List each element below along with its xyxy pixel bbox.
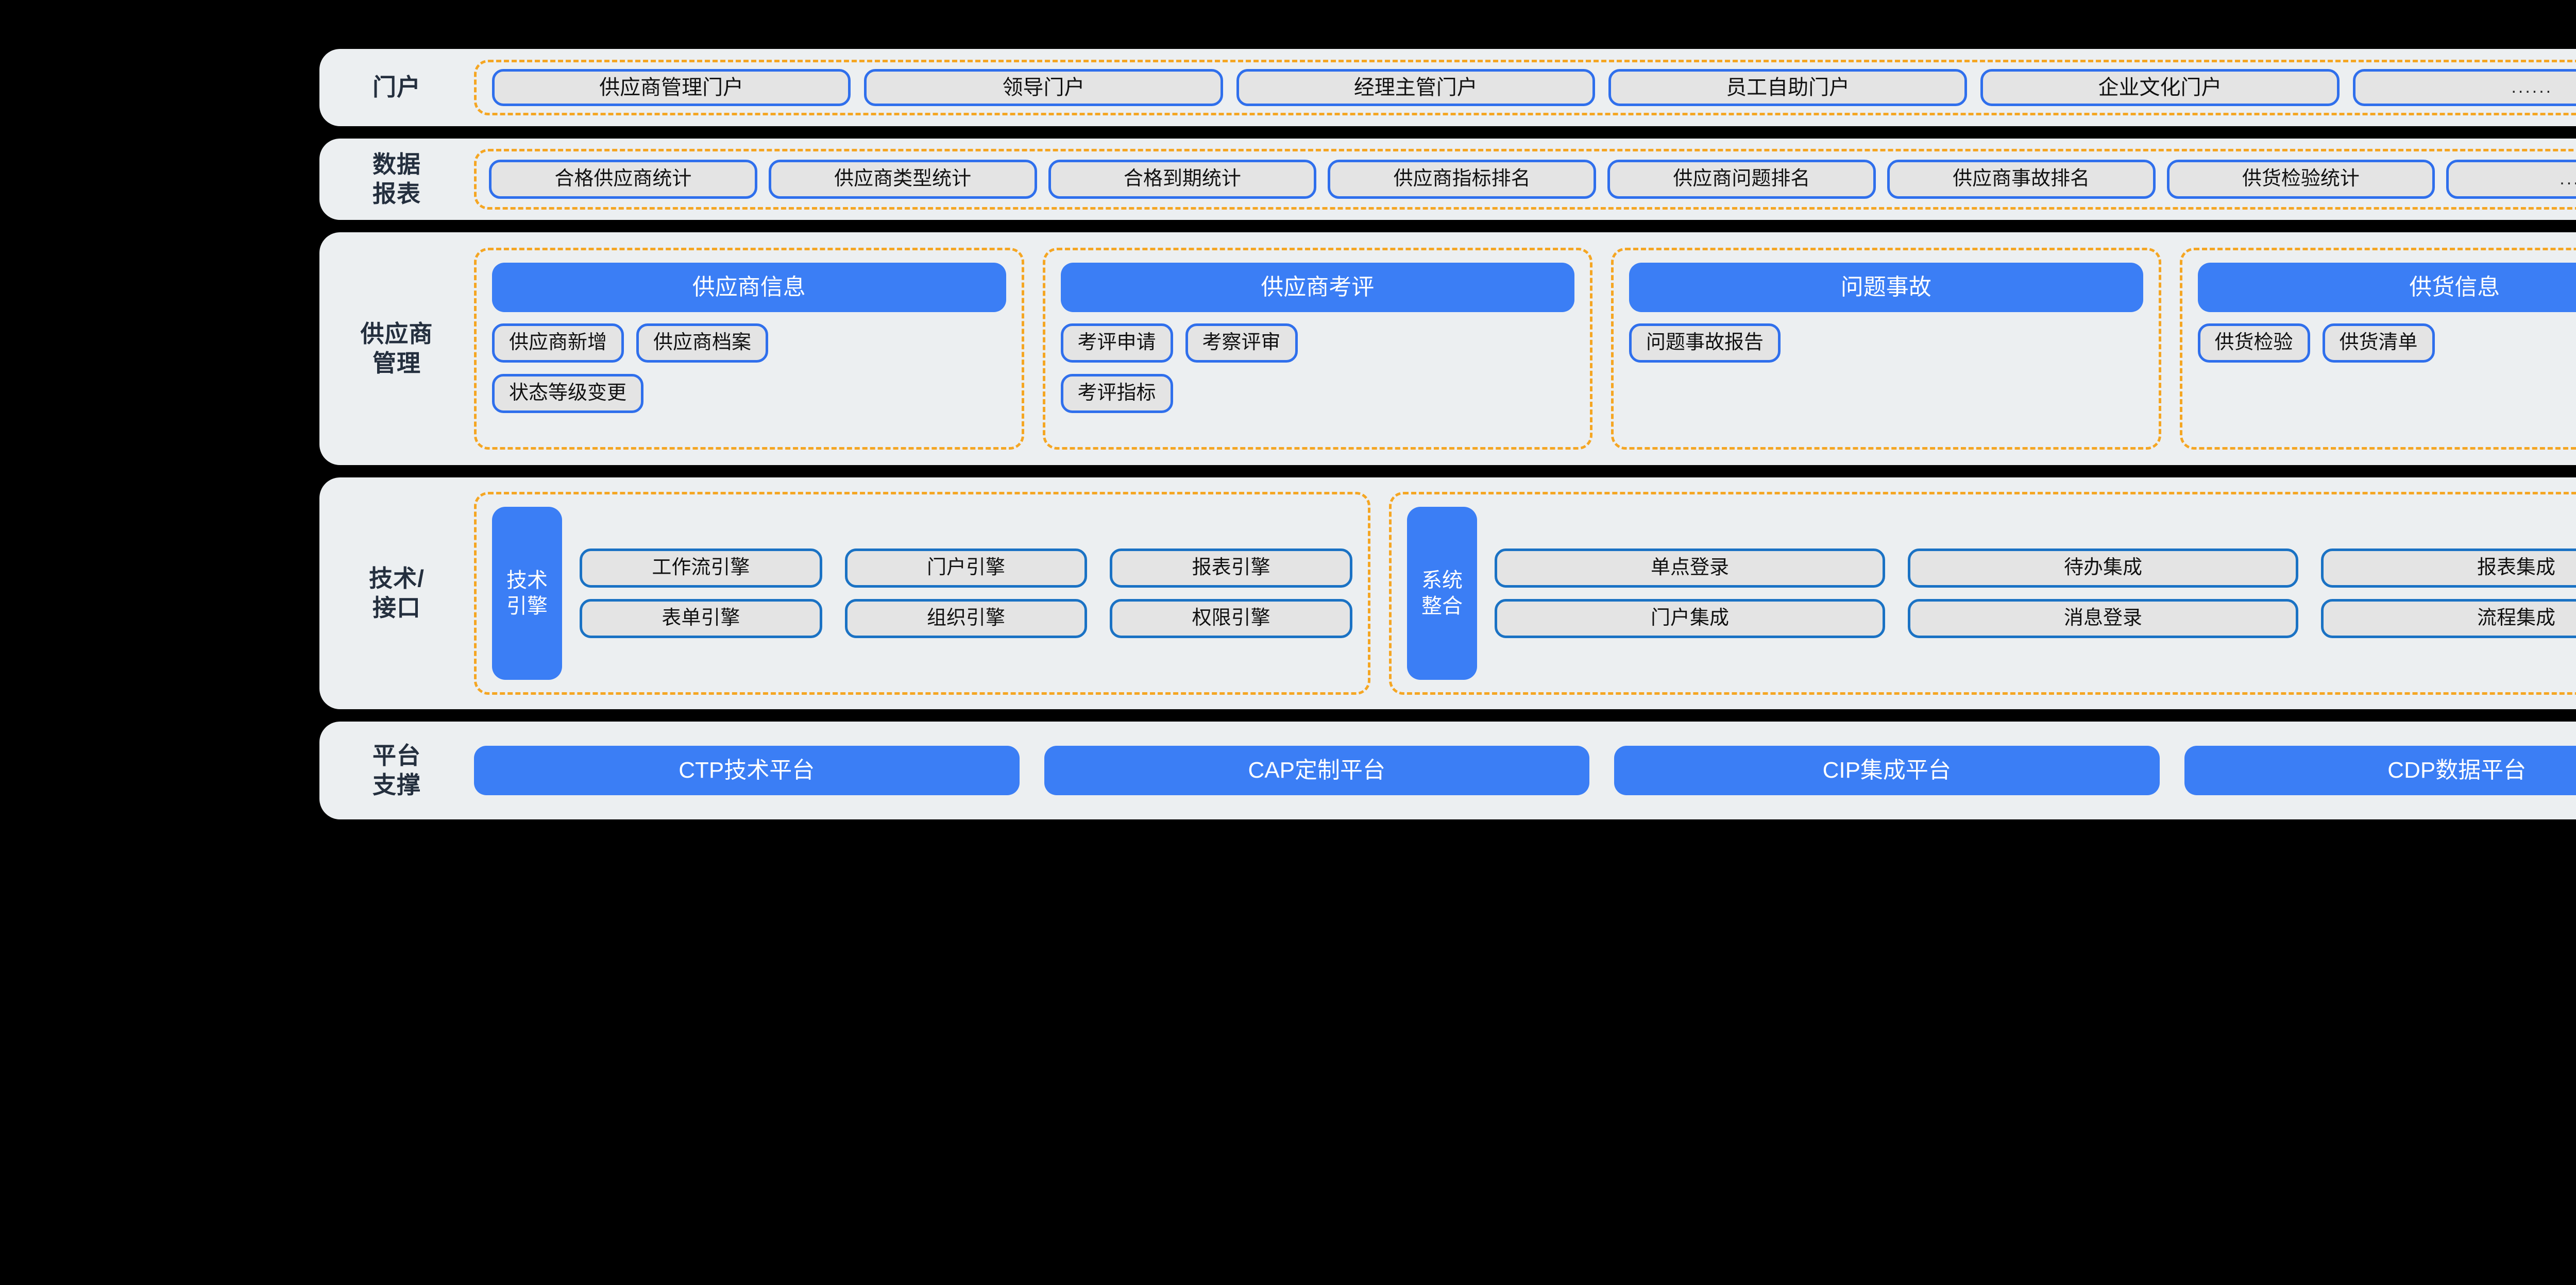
integration-item-5[interactable]: 流程集成 <box>2321 599 2576 638</box>
supplier-group-incident: 问题事故 问题事故报告 <box>1611 248 2161 450</box>
supplier-group-title-incident[interactable]: 问题事故 <box>1629 263 2143 312</box>
tech-group-title-engines[interactable]: 技术 引擎 <box>492 507 562 680</box>
integration-item-1[interactable]: 待办集成 <box>1908 549 2298 588</box>
platform-item-2[interactable]: CIP集成平台 <box>1614 746 2160 795</box>
engine-item-5[interactable]: 权限引擎 <box>1110 599 1352 638</box>
band-tech-interface: 技术/ 接口 技术 引擎 工作流引擎 门户引擎 报表引擎 表单引擎 组织引擎 权… <box>319 477 2576 709</box>
portal-item-2[interactable]: 经理主管门户 <box>1236 69 1595 106</box>
supplier-group-info: 供应商信息 供应商新增 供应商档案 状态等级变更 <box>474 248 1024 450</box>
portal-item-1[interactable]: 领导门户 <box>864 69 1223 106</box>
platform-item-0[interactable]: CTP技术平台 <box>474 746 1020 795</box>
tech-group-engines: 技术 引擎 工作流引擎 门户引擎 报表引擎 表单引擎 组织引擎 权限引擎 <box>474 492 1370 695</box>
supplier-groups: 供应商信息 供应商新增 供应商档案 状态等级变更 供应商考评 考评申请 考察评审 <box>474 248 2576 450</box>
supplier-group-supply: 供货信息 供货检验 供货清单 <box>2179 248 2576 450</box>
band-platform-support: 平台 支撑 CTP技术平台 CAP定制平台 CIP集成平台 CDP数据平台 <box>319 722 2576 819</box>
tech-group-integration: 系统 整合 单点登录 待办集成 报表集成 门户集成 消息登录 流程集成 <box>1389 492 2576 695</box>
platform-item-1[interactable]: CAP定制平台 <box>1044 746 1589 795</box>
platform-item-3[interactable]: CDP数据平台 <box>2184 746 2576 795</box>
report-item-3[interactable]: 供应商指标排名 <box>1328 160 1596 199</box>
assessment-item-1[interactable]: 考察评审 <box>1185 323 1298 363</box>
supplier-group-title-info[interactable]: 供应商信息 <box>492 263 1006 312</box>
engine-item-1[interactable]: 门户引擎 <box>844 549 1088 588</box>
engines-grid: 工作流引擎 门户引擎 报表引擎 表单引擎 组织引擎 权限引擎 <box>580 549 1352 638</box>
integration-item-0[interactable]: 单点登录 <box>1495 549 1885 588</box>
supplier-info-item-0[interactable]: 供应商新增 <box>492 323 624 363</box>
integration-item-3[interactable]: 门户集成 <box>1495 599 1885 638</box>
supplier-group-info-row1: 供应商新增 供应商档案 <box>492 323 1006 363</box>
engine-item-0[interactable]: 工作流引擎 <box>580 549 822 588</box>
report-item-more[interactable]: ...... <box>2446 160 2576 199</box>
portal-item-3[interactable]: 员工自助门户 <box>1608 69 1968 106</box>
engine-item-3[interactable]: 表单引擎 <box>580 599 822 638</box>
report-item-2[interactable]: 合格到期统计 <box>1048 160 1317 199</box>
main-column: 门户 供应商管理门户 领导门户 经理主管门户 员工自助门户 企业文化门户 ...… <box>319 49 2576 819</box>
engine-item-4[interactable]: 组织引擎 <box>844 599 1088 638</box>
platform-items: CTP技术平台 CAP定制平台 CIP集成平台 CDP数据平台 <box>474 746 2576 795</box>
supplier-group-incident-row1: 问题事故报告 <box>1629 323 2143 363</box>
supplier-group-assessment-row1: 考评申请 考察评审 <box>1060 323 1575 363</box>
band-label-tech-interface: 技术/ 接口 <box>369 564 425 622</box>
band-supplier-management: 供应商 管理 供应商信息 供应商新增 供应商档案 状态等级变更 供应商考评 考评… <box>319 232 2576 465</box>
band-label-platform-support: 平台 支撑 <box>372 742 421 799</box>
report-item-0[interactable]: 合格供应商统计 <box>489 160 757 199</box>
tech-groups: 技术 引擎 工作流引擎 门户引擎 报表引擎 表单引擎 组织引擎 权限引擎 系统 … <box>474 492 2576 695</box>
supplier-group-assessment: 供应商考评 考评申请 考察评审 考评指标 <box>1042 248 1592 450</box>
portal-item-4[interactable]: 企业文化门户 <box>1980 69 2340 106</box>
assessment-item-2[interactable]: 考评指标 <box>1060 374 1173 413</box>
engine-item-2[interactable]: 报表引擎 <box>1110 549 1352 588</box>
integration-item-2[interactable]: 报表集成 <box>2321 549 2576 588</box>
supplier-info-item-2[interactable]: 状态等级变更 <box>492 374 644 413</box>
band-label-supplier-management: 供应商 管理 <box>360 320 433 377</box>
supply-item-1[interactable]: 供货清单 <box>2322 323 2435 363</box>
ellipsis-icon: ...... <box>2560 169 2576 189</box>
assessment-item-0[interactable]: 考评申请 <box>1060 323 1173 363</box>
supplier-group-info-row2: 状态等级变更 <box>492 374 1006 413</box>
report-item-1[interactable]: 供应商类型统计 <box>768 160 1037 199</box>
report-item-5[interactable]: 供应商事故排名 <box>1887 160 2156 199</box>
portal-item-more[interactable]: ...... <box>2352 69 2576 106</box>
integration-item-4[interactable]: 消息登录 <box>1908 599 2298 638</box>
supplier-group-assessment-row2: 考评指标 <box>1060 374 1575 413</box>
ellipsis-icon: ...... <box>2511 77 2553 97</box>
portal-group: 供应商管理门户 领导门户 经理主管门户 员工自助门户 企业文化门户 ...... <box>474 60 2576 115</box>
band-data-reports: 数据 报表 合格供应商统计 供应商类型统计 合格到期统计 供应商指标排名 供应商… <box>319 139 2576 220</box>
report-item-6[interactable]: 供货检验统计 <box>2166 160 2435 199</box>
incident-item-0[interactable]: 问题事故报告 <box>1629 323 1781 363</box>
tech-group-title-integration[interactable]: 系统 整合 <box>1407 507 1477 680</box>
reports-group: 合格供应商统计 供应商类型统计 合格到期统计 供应商指标排名 供应商问题排名 供… <box>474 149 2576 210</box>
portal-item-0[interactable]: 供应商管理门户 <box>492 69 851 106</box>
band-label-data-reports: 数据 报表 <box>372 150 421 208</box>
supplier-group-title-assessment[interactable]: 供应商考评 <box>1060 263 1574 312</box>
band-portal: 门户 供应商管理门户 领导门户 经理主管门户 员工自助门户 企业文化门户 ...… <box>319 49 2576 126</box>
integration-grid: 单点登录 待办集成 报表集成 门户集成 消息登录 流程集成 <box>1495 549 2576 638</box>
supplier-group-title-supply[interactable]: 供货信息 <box>2197 263 2576 312</box>
supply-item-0[interactable]: 供货检验 <box>2197 323 2310 363</box>
band-label-portal: 门户 <box>372 74 421 101</box>
report-item-4[interactable]: 供应商问题排名 <box>1607 160 1876 199</box>
supplier-group-supply-row1: 供货检验 供货清单 <box>2197 323 2576 363</box>
supplier-info-item-1[interactable]: 供应商档案 <box>636 323 769 363</box>
